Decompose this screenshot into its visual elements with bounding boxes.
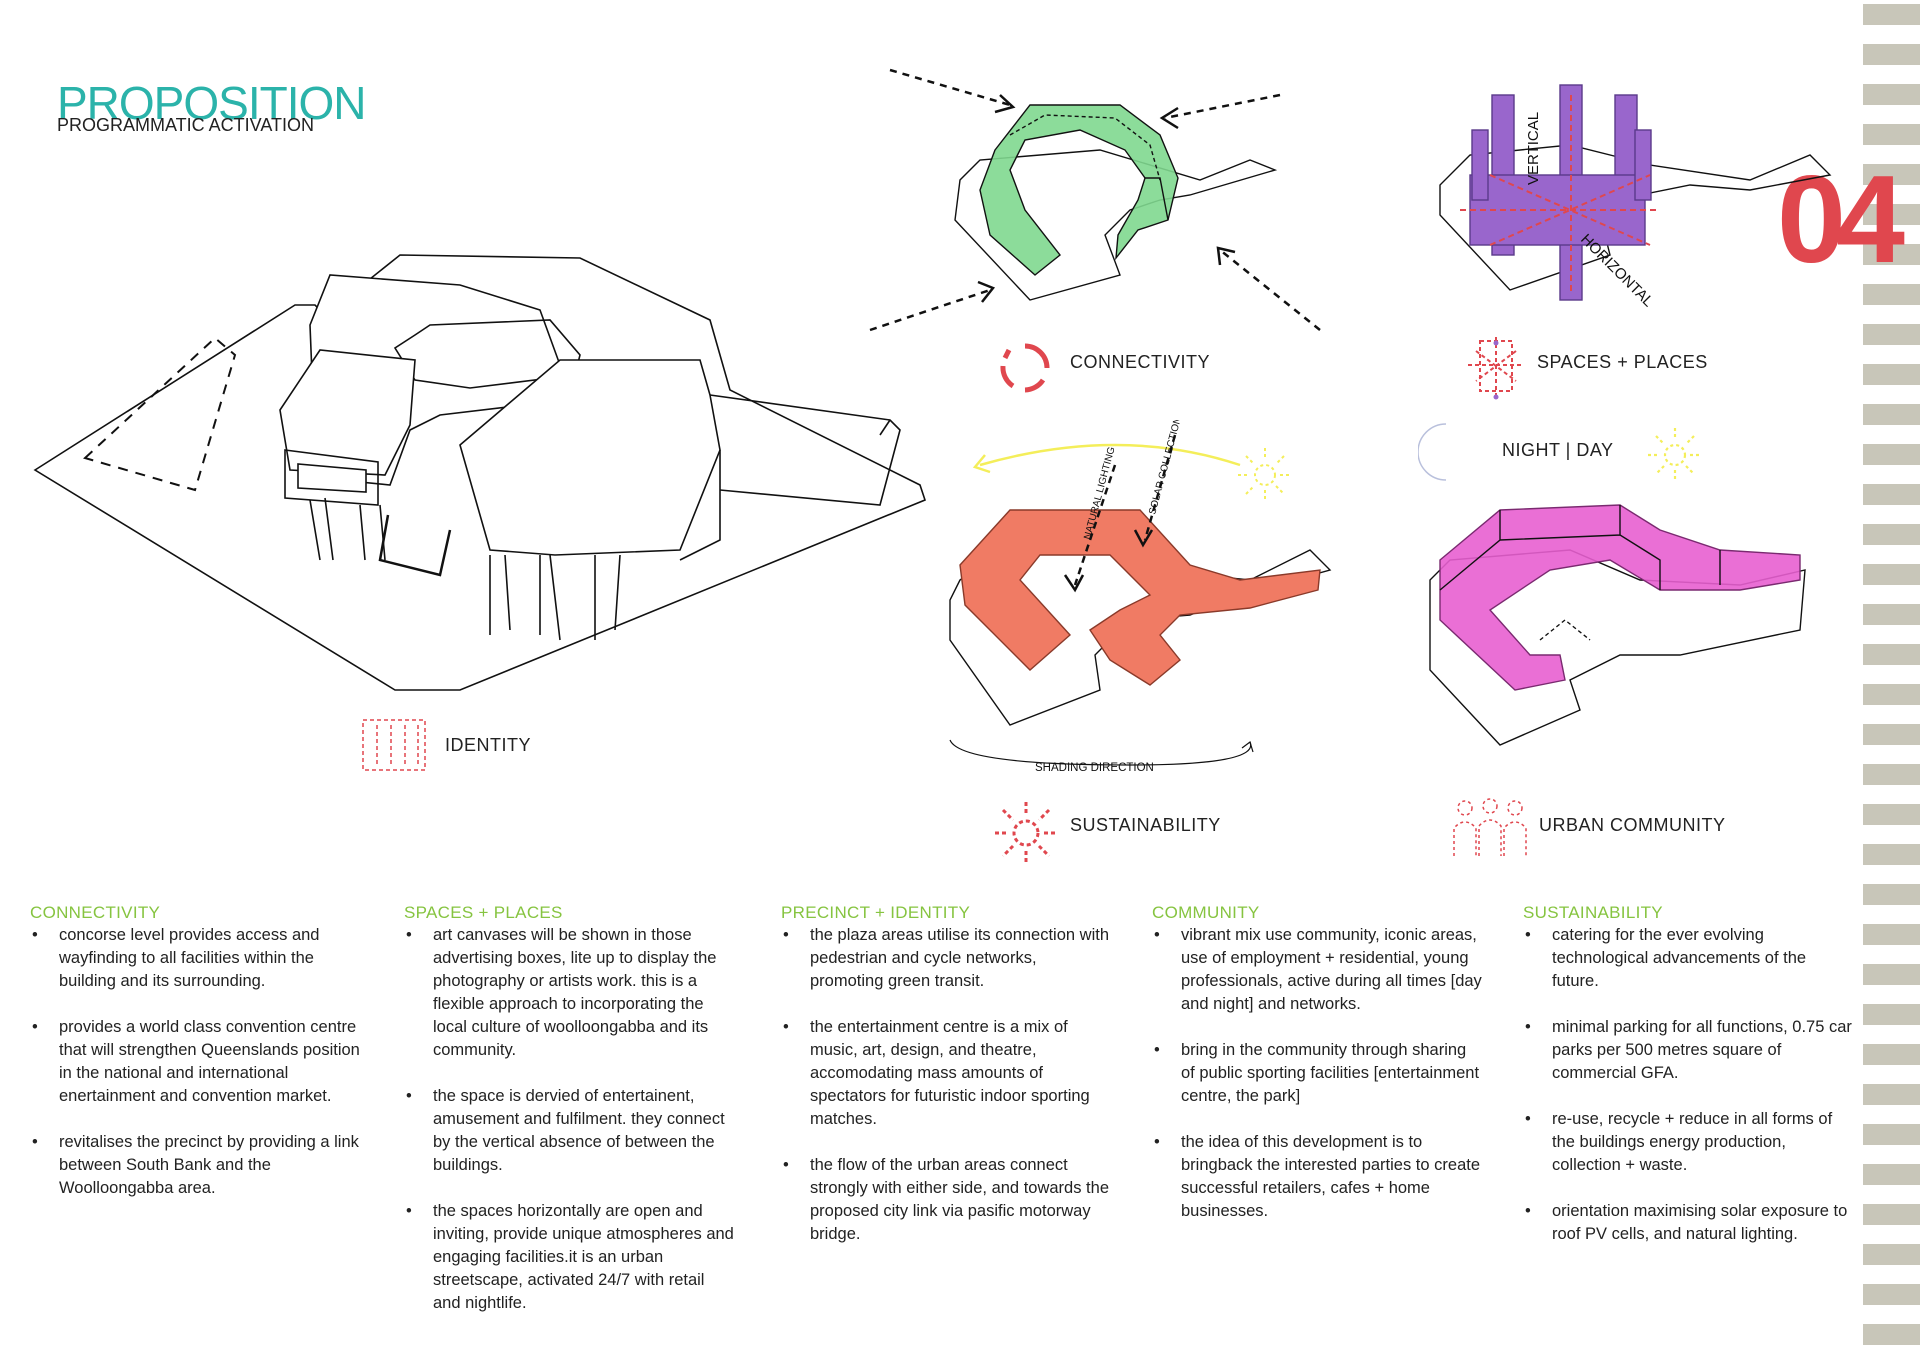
stripe-bar	[1863, 44, 1920, 65]
moon-icon	[1418, 423, 1447, 481]
vertical-text: VERTICAL	[1525, 112, 1542, 185]
stripe-bar	[1863, 164, 1920, 185]
stripe-bar	[1863, 684, 1920, 705]
list-item: the plaza areas utilise its connection w…	[781, 924, 1111, 993]
sustainability-icon	[995, 802, 1057, 864]
sun-icon	[1648, 428, 1702, 482]
stripe-bar	[1863, 124, 1920, 145]
list-item: the idea of this development is to bring…	[1152, 1131, 1482, 1223]
stripe-bar	[1863, 84, 1920, 105]
stripe-bar	[1863, 1084, 1920, 1105]
stripe-bar	[1863, 804, 1920, 825]
solar-collection-text: SOLAR COLLECTION	[1147, 420, 1184, 516]
stripe-bar	[1863, 604, 1920, 625]
identity-label: IDENTITY	[445, 735, 532, 755]
stripe-bar	[1863, 644, 1920, 665]
stripe-bar	[1863, 1004, 1920, 1025]
stripe-bar	[1863, 4, 1920, 25]
stripe-bar	[1863, 524, 1920, 545]
column-precinct-identity: PRECINCT + IDENTITY the plaza areas util…	[781, 902, 1111, 1269]
list-item: provides a world class convention centre…	[30, 1016, 360, 1108]
stripe-bar	[1863, 1044, 1920, 1065]
connectivity-diagram	[869, 68, 1321, 332]
column-connectivity: CONNECTIVITY concorse level provides acc…	[30, 902, 360, 1223]
stripe-bar	[1863, 1284, 1920, 1305]
spaces-places-label: SPACES + PLACES	[1537, 352, 1708, 372]
night-day-label: NIGHT | DAY	[1502, 440, 1614, 460]
column-sustainability: SUSTAINABILITY catering for the ever evo…	[1523, 902, 1853, 1269]
stripe-bar	[1863, 964, 1920, 985]
sustainability-label: SUSTAINABILITY	[1070, 815, 1221, 835]
identity-icon	[362, 719, 426, 771]
stripe-bar	[1863, 844, 1920, 865]
stripe-bar	[1863, 1324, 1920, 1345]
stripe-bar	[1863, 1124, 1920, 1145]
stripe-bar	[1863, 484, 1920, 505]
column-list: vibrant mix use community, iconic areas,…	[1152, 924, 1482, 1223]
stripe-bar	[1863, 284, 1920, 305]
urban-community-diagram	[1429, 504, 1806, 746]
stripe-bar	[1863, 924, 1920, 945]
column-list: the plaza areas utilise its connection w…	[781, 924, 1111, 1246]
list-item: orientation maximising solar exposure to…	[1523, 1200, 1853, 1246]
stripe-bar	[1863, 724, 1920, 745]
stripe-bar	[1863, 764, 1920, 785]
sustainability-diagram: NATURAL LIGHTING SOLAR COLLECTION SHADIN…	[949, 420, 1332, 774]
stripe-bar	[1863, 404, 1920, 425]
spaces-places-diagram: VERTICAL HORIZONTAL	[1439, 84, 1832, 310]
stripe-bar	[1863, 444, 1920, 465]
connectivity-icon	[1000, 343, 1050, 393]
stripe-bar	[1863, 1244, 1920, 1265]
urban-community-label: URBAN COMMUNITY	[1539, 815, 1726, 835]
stripe-bar	[1863, 324, 1920, 345]
column-heading: PRECINCT + IDENTITY	[781, 903, 971, 922]
column-heading: SUSTAINABILITY	[1523, 903, 1663, 922]
stripe-bar	[1863, 1164, 1920, 1185]
list-item: concorse level provides access and wayfi…	[30, 924, 360, 993]
column-spaces-places: SPACES + PLACES art canvases will be sho…	[404, 902, 734, 1338]
list-item: revitalises the precinct by providing a …	[30, 1131, 360, 1200]
main-axonometric-drawing	[33, 254, 926, 691]
urban-community-icon	[1453, 798, 1527, 856]
stripe-bar	[1863, 1204, 1920, 1225]
list-item: the space is dervied of entertainent, am…	[404, 1085, 734, 1177]
stripe-bar	[1863, 204, 1920, 225]
stripe-bar	[1863, 364, 1920, 385]
column-list: concorse level provides access and wayfi…	[30, 924, 360, 1200]
stripe-bar	[1863, 884, 1920, 905]
list-item: catering for the ever evolving technolog…	[1523, 924, 1853, 993]
list-item: bring in the community through sharing o…	[1152, 1039, 1482, 1108]
page-number: 04	[1777, 151, 1905, 289]
column-list: catering for the ever evolving technolog…	[1523, 924, 1853, 1246]
list-item: vibrant mix use community, iconic areas,…	[1152, 924, 1482, 1016]
list-item: the entertainment centre is a mix of mus…	[781, 1016, 1111, 1131]
connectivity-label: CONNECTIVITY	[1070, 352, 1211, 372]
column-list: art canvases will be shown in those adve…	[404, 924, 734, 1315]
list-item: the flow of the urban areas connect stro…	[781, 1154, 1111, 1246]
page-subtitle: PROGRAMMATIC ACTIVATION	[57, 115, 315, 135]
shading-direction-text: SHADING DIRECTION	[1035, 762, 1154, 774]
list-item: art canvases will be shown in those adve…	[404, 924, 734, 1062]
list-item: re-use, recycle + reduce in all forms of…	[1523, 1108, 1853, 1177]
list-item: minimal parking for all functions, 0.75 …	[1523, 1016, 1853, 1085]
stripe-bar	[1863, 244, 1920, 265]
side-stripe	[1863, 0, 1920, 1358]
column-heading: COMMUNITY	[1152, 903, 1260, 922]
list-item: the spaces horizontally are open and inv…	[404, 1200, 734, 1315]
column-community: COMMUNITY vibrant mix use community, ico…	[1152, 902, 1482, 1246]
column-heading: CONNECTIVITY	[30, 903, 161, 922]
page-title: PROPOSITION	[57, 77, 366, 129]
spaces-places-icon	[1468, 337, 1524, 400]
column-heading: SPACES + PLACES	[404, 903, 563, 922]
stripe-bar	[1863, 564, 1920, 585]
